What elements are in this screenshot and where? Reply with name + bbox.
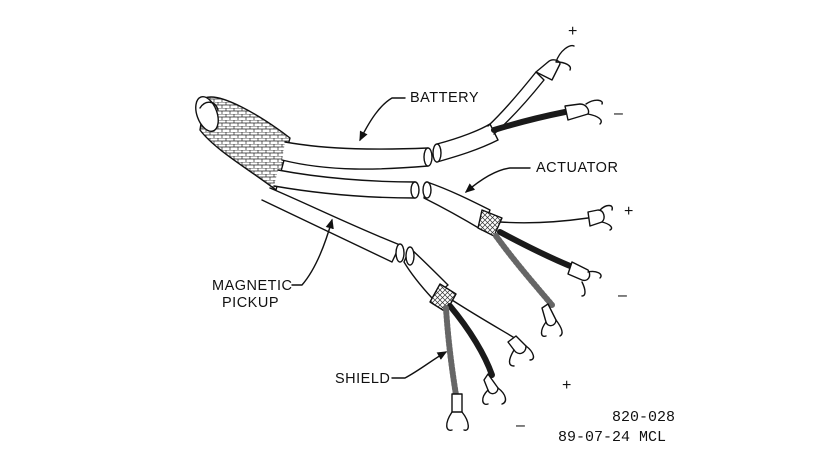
actuator-minus-sign: – <box>618 287 627 304</box>
main-cable-jacket <box>195 96 291 191</box>
actuator-label: ACTUATOR <box>536 160 618 176</box>
pickup-plus-sign: + <box>562 377 571 394</box>
battery-leader <box>359 97 406 142</box>
magnetic-leader <box>291 218 334 286</box>
actuator-plus-sign: + <box>624 203 633 220</box>
pickup-minus-sign: – <box>516 417 525 434</box>
battery-plus-sign: + <box>568 23 577 40</box>
magnetic-label-line2: PICKUP <box>222 295 279 311</box>
revision-text: 89-07-24 MCL <box>558 429 666 446</box>
battery-label: BATTERY <box>410 90 479 106</box>
drawing-number: 820-028 <box>612 409 675 426</box>
shield-label: SHIELD <box>335 371 390 387</box>
battery-cable <box>281 44 603 170</box>
battery-minus-sign: – <box>614 105 623 122</box>
actuator-cable <box>273 169 613 337</box>
magnetic-label-line1: MAGNETIC <box>212 278 293 294</box>
actuator-leader <box>464 167 531 193</box>
shield-leader <box>391 351 448 379</box>
